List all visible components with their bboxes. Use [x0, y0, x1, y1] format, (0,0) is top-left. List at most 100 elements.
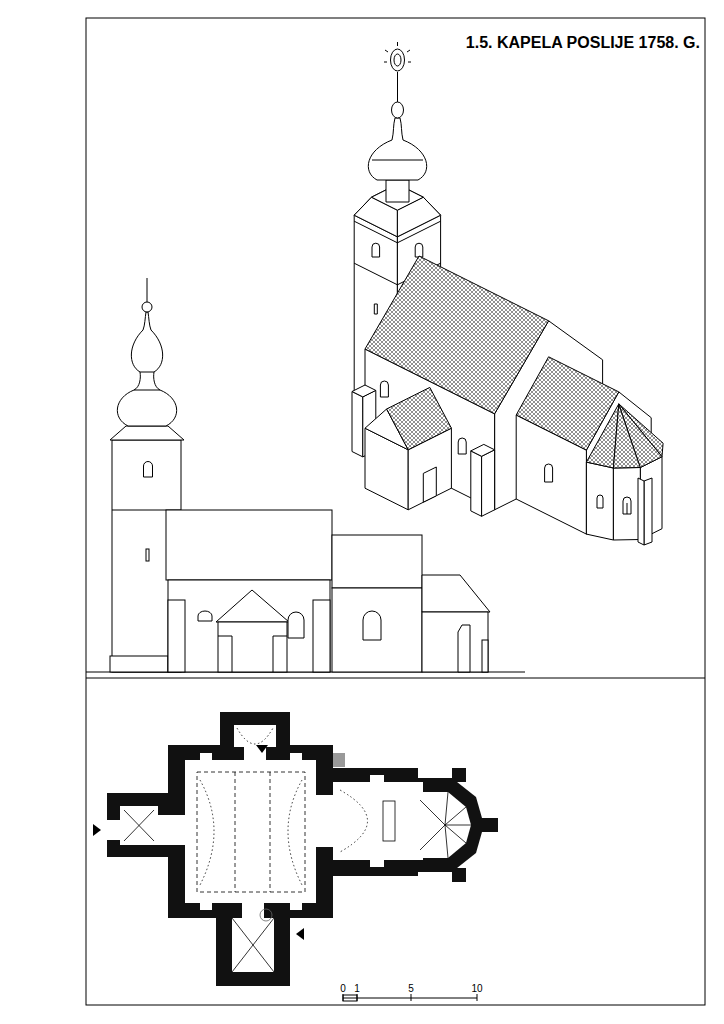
porch-pilaster: [273, 636, 287, 637]
scale-tick: [477, 994, 478, 1001]
onion-dome: [368, 118, 426, 180]
buttress: [482, 450, 495, 517]
buttress: [452, 868, 466, 882]
entrance-arrow: [296, 928, 304, 940]
porch-pilaster: [218, 636, 232, 637]
chancel-wall: [332, 588, 422, 672]
finial-rays: [384, 42, 411, 62]
buttress: [471, 451, 482, 516]
tower-cap: [110, 426, 184, 440]
vault-outline: [235, 772, 236, 892]
apse-wall: [586, 462, 613, 540]
apse-ribs: [420, 792, 471, 858]
porch-door: [423, 467, 436, 502]
annex-floor: [234, 725, 276, 747]
chancel-floor: [333, 782, 423, 860]
spire-ball: [142, 302, 152, 312]
scale-line: [343, 998, 477, 999]
apse-wall: [422, 612, 488, 672]
buttress: [452, 768, 466, 782]
vault-arc: [200, 780, 214, 885]
scale-bar: [343, 994, 477, 1001]
apse-window: [597, 495, 603, 508]
nave-window: [458, 438, 466, 454]
added-block: [333, 753, 345, 767]
entrance-arrow: [256, 745, 268, 753]
buttress: [458, 625, 470, 672]
chancel-window: [363, 611, 381, 640]
door-opening: [150, 815, 190, 845]
apse-wall: [613, 468, 640, 541]
scale-number: 1: [354, 983, 360, 995]
tower-window: [144, 462, 153, 478]
porch-wall: [218, 622, 287, 672]
onion-band: [140, 372, 154, 373]
scale-number: 0: [340, 983, 346, 995]
spire-rod: [147, 278, 148, 302]
vault-cross: [124, 810, 154, 841]
sheet-divider: [86, 678, 705, 679]
nave-floor: [185, 760, 316, 903]
porch-pilaster: [232, 636, 233, 672]
buttress: [352, 385, 376, 397]
buttress: [471, 444, 495, 456]
entrance-arrows: [93, 745, 304, 940]
scale-tick: [357, 994, 358, 1001]
stair: [260, 909, 272, 921]
scale-tick: [411, 994, 412, 1001]
scale-segment: [343, 995, 357, 1001]
porch-floor: [232, 918, 274, 972]
tower-plinth: [110, 656, 168, 672]
finial-ornament: [391, 49, 405, 71]
nave-window: [288, 612, 304, 638]
window-niche: [200, 753, 212, 761]
window-niche: [200, 902, 212, 910]
apse-roof: [422, 575, 490, 612]
plan-walls: [107, 712, 498, 986]
vault-arc: [288, 780, 302, 885]
window-niche: [290, 753, 302, 761]
finial-ornament: [394, 54, 401, 66]
spire-rod: [397, 72, 398, 102]
buttress: [638, 478, 644, 545]
onion-band: [134, 390, 160, 391]
vault-cross: [232, 918, 274, 972]
nave-window: [198, 611, 212, 621]
vault-cross: [124, 810, 154, 841]
tower-window: [415, 243, 423, 257]
window-niche: [370, 775, 384, 783]
window-niche: [370, 859, 384, 867]
apse-roof: [619, 404, 662, 468]
chancel-window: [545, 464, 553, 482]
nave-wall: [168, 580, 330, 672]
tower-slit: [146, 549, 149, 561]
window-niche: [290, 902, 302, 910]
spire-lantern: [392, 102, 404, 118]
tower-slit: [374, 304, 377, 314]
porch-gable: [216, 590, 289, 622]
ground-plan: [93, 712, 498, 986]
buttress: [644, 478, 652, 545]
vault-arc: [340, 790, 368, 852]
nave-roof: [365, 256, 549, 414]
apse-niche: [627, 503, 628, 514]
entrance-arrow: [93, 824, 101, 836]
plan-rooms: [105, 725, 471, 972]
sheet-frame: [86, 18, 705, 1005]
axonometric-view: [352, 42, 663, 545]
door-opening: [105, 820, 123, 840]
nave-window: [380, 381, 388, 397]
onion-spire: [117, 312, 176, 426]
buttress: [168, 600, 185, 672]
buttress: [313, 600, 330, 672]
drawing-title: 1.5. KAPELA POSLIJE 1758. G.: [466, 34, 700, 52]
buttress: [482, 818, 498, 832]
vault-cross: [232, 918, 274, 972]
scale-number: 10: [471, 983, 482, 995]
altar: [383, 801, 395, 841]
onion-band: [372, 160, 423, 161]
tower-window: [372, 243, 380, 257]
chancel-roof: [332, 535, 422, 588]
apse-niche: [623, 497, 631, 514]
